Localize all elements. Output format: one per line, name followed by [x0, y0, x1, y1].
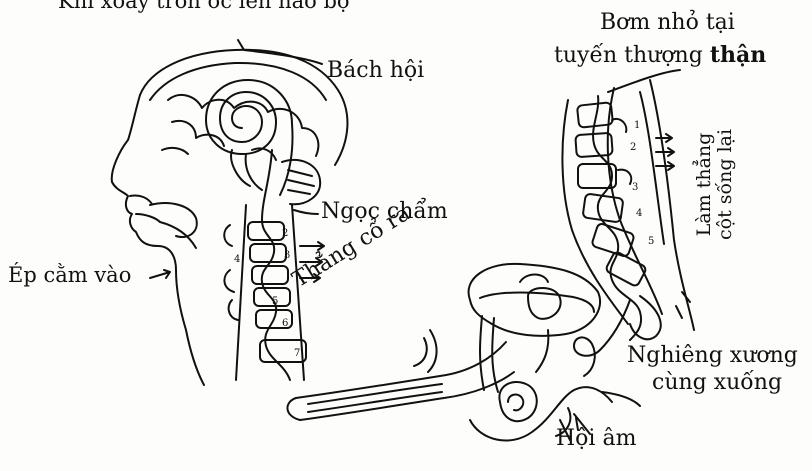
neck-num-2: 2	[282, 228, 288, 239]
label-bach-hoi: Bách hội	[327, 60, 424, 82]
label-pump-line2-prefix: tuyến thượng	[554, 43, 710, 68]
back-vertebra-numbers: 1 2 3 4 5	[630, 120, 654, 247]
label-chin-tuck: Ép cằm vào	[8, 265, 131, 286]
label-straighten-spine-line1: Làm thẳng	[694, 129, 715, 240]
neck-num-3: 3	[284, 250, 290, 261]
neck-num-7: 7	[294, 348, 300, 359]
neck-num-4: 4	[234, 254, 240, 265]
head-profile	[112, 50, 348, 330]
neck-num-6: 6	[282, 318, 288, 329]
label-pump-line2: tuyến thượng thận	[554, 44, 766, 67]
label-pump-line1: Bơm nhỏ tại	[600, 12, 735, 34]
label-straighten-spine-line2: cột sống lại	[715, 129, 736, 240]
pelvis-body	[287, 264, 640, 441]
label-straighten-spine: Làm thẳng cột sống lại	[694, 129, 735, 240]
label-spiral-qi: Khí xoáy tròn ốc lên não bộ	[58, 0, 350, 12]
label-hoi-am: Hội âm	[556, 428, 636, 450]
back-num-1: 1	[634, 120, 640, 131]
bach-hoi-leader	[238, 40, 322, 64]
label-pump-line2-bold: thận	[710, 42, 766, 68]
ngoc-cham-leader	[294, 210, 318, 214]
neck-num-5: 5	[272, 296, 278, 307]
back-num-2: 2	[630, 142, 636, 153]
label-tilt-sacrum-line1: Nghiêng xương	[627, 345, 798, 367]
back-num-3: 3	[632, 182, 638, 193]
back-num-4: 4	[636, 208, 642, 219]
label-tilt-sacrum-line2: cùng xuống	[652, 372, 782, 394]
back-num-5: 5	[648, 236, 654, 247]
